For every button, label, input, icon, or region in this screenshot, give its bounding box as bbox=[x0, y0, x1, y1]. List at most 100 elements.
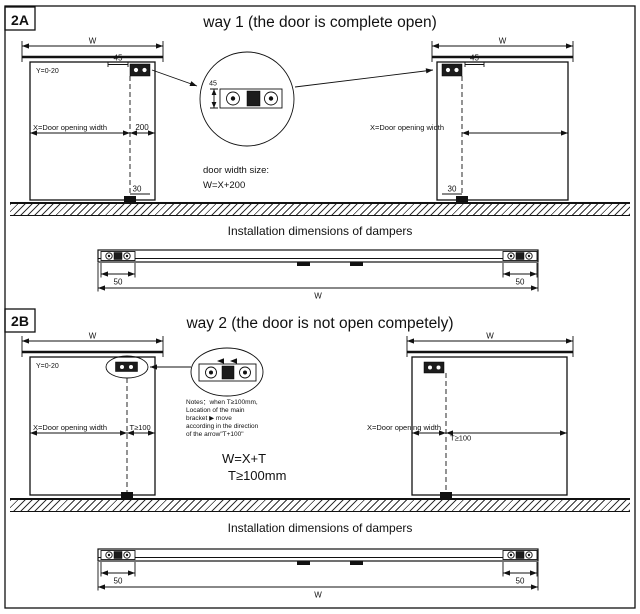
floor-guide-block bbox=[121, 492, 133, 499]
dimension-lines bbox=[406, 336, 574, 434]
damper-body bbox=[423, 361, 445, 374]
formula-width: W=X+T bbox=[222, 451, 266, 466]
damper-body bbox=[115, 361, 138, 372]
damper-callout-ellipse bbox=[105, 355, 149, 379]
dimension-lines bbox=[431, 41, 574, 195]
roller-axle bbox=[527, 553, 531, 557]
roller-axle bbox=[509, 254, 513, 258]
detail-circle-outline bbox=[199, 51, 295, 147]
damper-body bbox=[441, 63, 463, 77]
floor-guide-block bbox=[440, 492, 452, 499]
track-rail bbox=[97, 249, 539, 263]
roller-axle bbox=[230, 96, 236, 101]
note-line: bracket ▶ move bbox=[186, 415, 232, 422]
damper-roller-dot bbox=[142, 67, 147, 73]
door-diagram-a-left: W Y=0-20 45 X=Door opening width 200 30 bbox=[21, 37, 198, 203]
dim-w: W bbox=[486, 332, 494, 341]
detail-dim-45: 45 bbox=[209, 81, 217, 88]
damper-block bbox=[113, 551, 123, 559]
door-panel bbox=[29, 356, 156, 496]
dim-w: W bbox=[89, 332, 97, 341]
page-border bbox=[4, 5, 636, 609]
door-panel bbox=[29, 61, 156, 201]
damper-roller-dot bbox=[454, 67, 459, 73]
roller-axle bbox=[125, 553, 129, 557]
roller-axle bbox=[107, 553, 111, 557]
detail-leader-line bbox=[294, 69, 434, 88]
dim-x-label: X=Door opening width bbox=[33, 423, 107, 432]
notes-block: Notes：when T≥100mm, Location of the main… bbox=[186, 399, 259, 438]
roller-axle bbox=[509, 553, 513, 557]
formula-t: T≥100mm bbox=[228, 468, 286, 483]
dim-w: W bbox=[314, 292, 322, 301]
section-2b: 2B way 2 (the door is not open competely… bbox=[4, 308, 574, 600]
floor-guide-block bbox=[124, 196, 136, 203]
dim-50-right: 50 bbox=[516, 278, 525, 287]
note-line: according in the direction bbox=[186, 423, 259, 430]
damper-block bbox=[246, 90, 261, 107]
section-b-tag-box bbox=[4, 308, 36, 333]
door-diagram-b-left: W Y=0-20 X=Door opening width T≥100 bbox=[21, 332, 191, 499]
track-clip bbox=[350, 262, 363, 266]
door-panel bbox=[411, 356, 568, 496]
dim-45: 45 bbox=[470, 54, 479, 63]
note-line: of the arrow"T+100" bbox=[186, 431, 244, 438]
section-a-tag: 2A bbox=[11, 12, 29, 28]
door-diagram-a-right: W 45 X=Door opening width 30 bbox=[294, 37, 574, 203]
damper-block bbox=[221, 365, 235, 380]
detail-ellipse-b bbox=[190, 347, 264, 397]
track-clip bbox=[297, 262, 310, 266]
damper-roller-dot bbox=[129, 365, 133, 369]
track-clip bbox=[297, 561, 310, 565]
dim-50-left: 50 bbox=[114, 278, 123, 287]
roller-axle bbox=[209, 370, 213, 375]
door-width-note-line1: door width size: bbox=[203, 165, 269, 176]
floor-hatch-a bbox=[10, 202, 630, 216]
damper-icon bbox=[441, 63, 463, 77]
roller-axle bbox=[243, 370, 247, 375]
section-b-title: way 2 (the door is not open competely) bbox=[185, 315, 453, 332]
bracket-plate bbox=[219, 88, 283, 109]
dim-w: W bbox=[499, 37, 507, 46]
damper-roller-dot bbox=[133, 67, 139, 73]
floor-guide-block bbox=[456, 196, 468, 203]
move-direction-arrows bbox=[217, 358, 237, 364]
detail-leader-line bbox=[151, 69, 198, 87]
section-b-tag: 2B bbox=[11, 313, 29, 329]
dim-30: 30 bbox=[448, 185, 457, 194]
dimension-lines bbox=[21, 336, 164, 434]
track-assembly-a: 50 50 W bbox=[97, 249, 539, 301]
dim-x-label: X=Door opening width bbox=[33, 123, 107, 132]
detail-circle-a: 45 bbox=[199, 51, 295, 147]
caption-a: Installation dimensions of dampers bbox=[228, 224, 413, 238]
dim-50-right: 50 bbox=[516, 577, 525, 586]
damper-block bbox=[515, 252, 525, 260]
damper-body bbox=[129, 63, 151, 77]
leader-arrow-icon bbox=[425, 68, 433, 74]
caption-b: Installation dimensions of dampers bbox=[228, 521, 413, 535]
roller-axle bbox=[125, 254, 129, 258]
track-clip bbox=[350, 561, 363, 565]
detail-dim-arrows bbox=[211, 89, 217, 108]
damper-roller-dot bbox=[445, 67, 451, 73]
floor-hatch-b bbox=[10, 498, 630, 512]
section-a-title: way 1 (the door is complete open) bbox=[202, 14, 436, 31]
dim-t: T≥100 bbox=[130, 423, 151, 432]
track-assembly-b: 50 50 W bbox=[97, 548, 539, 600]
dim-t: T≥100 bbox=[450, 434, 471, 443]
note-line: Notes：when T≥100mm, bbox=[186, 399, 258, 406]
note-line: Location of the main bbox=[186, 407, 245, 414]
damper-roller-dot bbox=[120, 365, 124, 369]
dim-45: 45 bbox=[114, 54, 123, 63]
damper-block bbox=[113, 252, 123, 260]
damper-icon bbox=[423, 361, 445, 374]
dim-x-label: X=Door opening width bbox=[367, 423, 441, 432]
dimension-lines bbox=[21, 41, 164, 195]
leader-arrow-icon bbox=[189, 81, 197, 87]
door-diagram-b-right: W X=Door opening width T≥100 bbox=[367, 332, 574, 499]
roller-axle bbox=[107, 254, 111, 258]
bracket-plate bbox=[198, 363, 257, 382]
dim-x-label: X=Door opening width bbox=[370, 123, 444, 132]
section-2a: 2A way 1 (the door is complete open) W bbox=[4, 6, 574, 301]
